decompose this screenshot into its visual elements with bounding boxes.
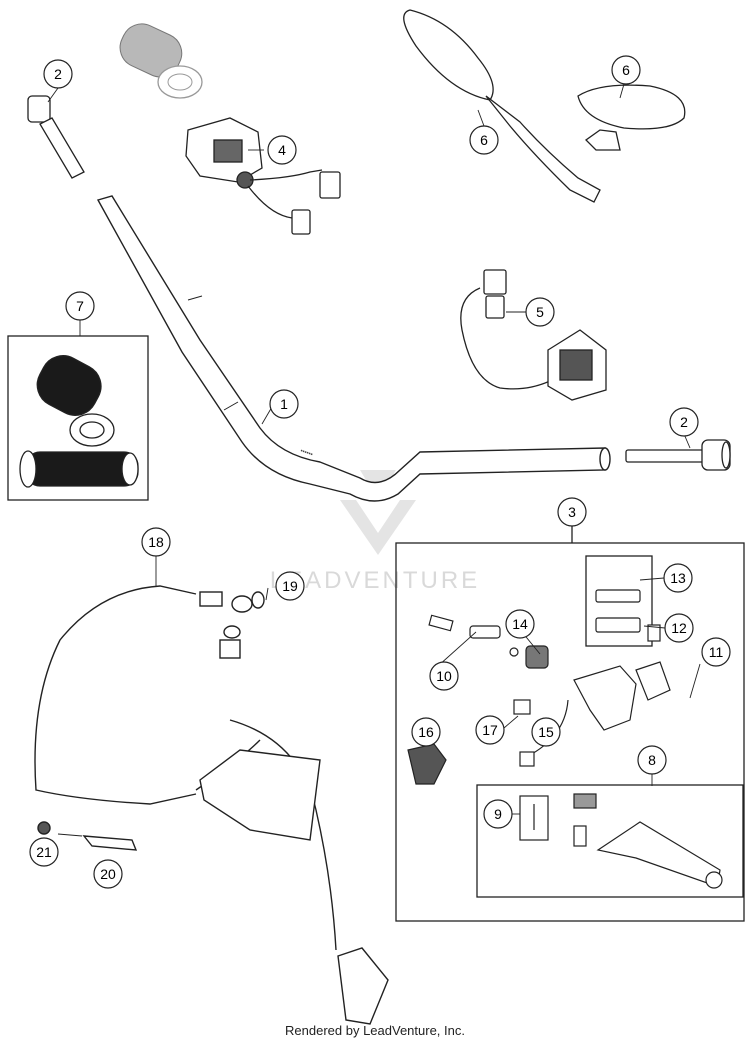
master-cylinder-box <box>395 524 745 922</box>
callout-3: 3 <box>557 497 587 527</box>
svg-text:15: 15 <box>538 724 554 740</box>
svg-text:8: 8 <box>648 752 656 768</box>
svg-text:18: 18 <box>148 534 164 550</box>
callout-14: 14 <box>505 609 535 639</box>
callout-9: 9 <box>483 799 513 829</box>
callouts: 1 2 2 3 4 5 6 6 7 8 9 10 11 12 13 14 15 … <box>29 55 731 889</box>
switch-right <box>460 269 607 401</box>
svg-text:6: 6 <box>622 62 630 78</box>
svg-text:7: 7 <box>76 298 84 314</box>
svg-text:13: 13 <box>670 570 686 586</box>
svg-text:4: 4 <box>278 142 286 158</box>
switch-left <box>185 117 341 235</box>
callout-10: 10 <box>429 661 459 691</box>
mirror-left <box>403 9 601 203</box>
svg-text:19: 19 <box>282 578 298 594</box>
callout-12: 12 <box>664 613 694 643</box>
callout-19: 19 <box>275 571 305 601</box>
bar-end-right <box>625 439 731 471</box>
callout-8: 8 <box>637 745 667 775</box>
svg-text:2: 2 <box>680 414 688 430</box>
callout-7: 7 <box>65 291 95 321</box>
svg-text:2: 2 <box>54 66 62 82</box>
master-cylinder-parts <box>407 589 723 889</box>
svg-text:1: 1 <box>280 396 288 412</box>
svg-text:6: 6 <box>480 132 488 148</box>
callout-11: 11 <box>701 637 731 667</box>
grip-top <box>119 23 203 99</box>
svg-text:9: 9 <box>494 806 502 822</box>
watermark-text: LEADVENTURE <box>270 567 480 594</box>
callout-17: 17 <box>475 715 505 745</box>
svg-text:▪▪▪▪▪▪: ▪▪▪▪▪▪ <box>299 448 313 458</box>
svg-text:16: 16 <box>418 724 434 740</box>
svg-text:20: 20 <box>100 866 116 882</box>
callout-13: 13 <box>663 563 693 593</box>
callout-16: 16 <box>411 717 441 747</box>
mirror-right <box>577 84 686 151</box>
callout-5: 5 <box>525 297 555 327</box>
svg-text:5: 5 <box>536 304 544 320</box>
callout-21: 21 <box>29 837 59 867</box>
svg-text:10: 10 <box>436 668 452 684</box>
svg-text:17: 17 <box>482 722 498 738</box>
svg-text:14: 14 <box>512 616 528 632</box>
callout-6a: 6 <box>469 125 499 155</box>
callout-20: 20 <box>93 859 123 889</box>
callout-1: 1 <box>269 389 299 419</box>
callout-2a: 2 <box>43 59 73 89</box>
handlebar: ▪▪▪▪▪▪ <box>96 195 611 502</box>
callout-2b: 2 <box>669 407 699 437</box>
callout-6b: 6 <box>611 55 641 85</box>
svg-text:12: 12 <box>671 620 687 636</box>
bar-end-left <box>27 95 85 179</box>
svg-text:11: 11 <box>709 644 724 660</box>
svg-text:3: 3 <box>568 504 576 520</box>
callout-18: 18 <box>141 527 171 557</box>
grip-set-box <box>7 335 149 501</box>
svg-text:21: 21 <box>36 844 52 860</box>
clutch-line-assembly <box>34 585 389 1025</box>
render-credit: Rendered by LeadVenture, Inc. <box>285 1023 465 1038</box>
callout-4: 4 <box>267 135 297 165</box>
callout-15: 15 <box>531 717 561 747</box>
